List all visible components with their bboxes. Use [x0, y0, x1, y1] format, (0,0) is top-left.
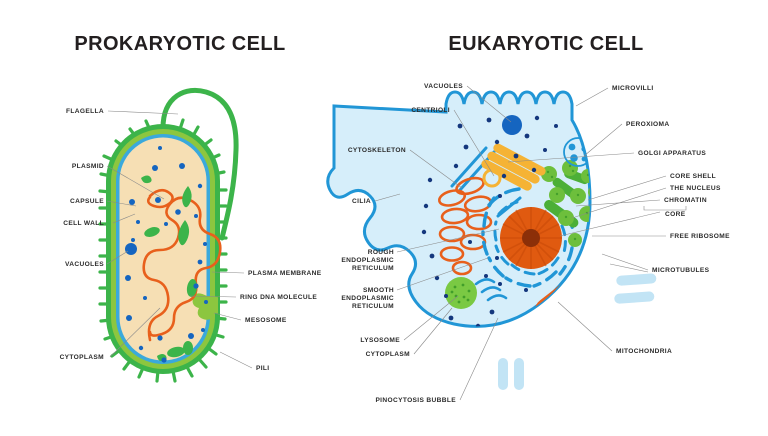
euk-label-microtubules: MICROTUBULES — [652, 267, 710, 274]
nuclear-pores-shape — [493, 200, 567, 276]
euk-label-vacuoles: VACUOLES — [424, 83, 463, 90]
prok-label-ring-dna: RING DNA MOLECULE — [240, 294, 317, 301]
euk-label-cytoplasm: CYTOPLASM — [366, 351, 411, 358]
prok-label-cell-wall: CELL WALL — [63, 220, 104, 227]
prok-label-plasmid: PLASMID — [72, 163, 104, 170]
prok-label-capsule: CAPSULE — [70, 198, 104, 205]
rough-er-shape — [437, 176, 493, 276]
euk-label-core: CORE — [665, 211, 686, 218]
euk-label-smooth-er-3: RETICULUM — [352, 303, 394, 310]
eukaryotic-title: EUKARYOTIC CELL — [448, 33, 643, 55]
prok-label-mesosome: MESOSOME — [245, 317, 287, 324]
euk-label-rough-er-3: RETICULUM — [352, 265, 394, 272]
euk-label-chromatin: CHROMATIN — [664, 197, 707, 204]
euk-label-mitochondria: MITOCHONDRIA — [616, 348, 672, 355]
euk-label-microvilli: MICROVILLI — [612, 85, 654, 92]
euk-label-peroxioma: PEROXIOMA — [626, 121, 669, 128]
euk-label-free-ribosome: FREE RIBOSOME — [670, 233, 730, 240]
mesosome-shape — [192, 293, 218, 320]
smooth-er-shape — [474, 278, 508, 302]
prokaryotic-leader-lines — [106, 110, 253, 369]
prok-label-cytoplasm: CYTOPLASM — [60, 354, 105, 361]
euk-label-cytoskeleton: CYTOSKELETON — [348, 147, 406, 154]
core-shell-shape — [481, 187, 576, 288]
euk-label-core-shell: CORE SHELL — [670, 173, 716, 180]
prok-label-plasma-membrane: PLASMA MEMBRANE — [248, 270, 322, 277]
euk-label-the-nucleus: THE NUCLEUS — [670, 185, 721, 192]
golgi-apparatus-shape — [481, 143, 546, 191]
euk-label-cilia: CILIA — [352, 198, 371, 205]
prok-vacuole-dots — [125, 146, 208, 363]
euk-label-centrioli: CENTRIOLI — [411, 107, 450, 114]
euk-label-rough-er-2: ENDOPLASMIC — [341, 257, 394, 264]
prokaryotic-cell-illustration — [98, 87, 239, 383]
euk-label-lysosome: LYSOSOME — [360, 337, 400, 344]
prok-label-flagella: FLAGELLA — [66, 108, 104, 115]
euk-label-smooth-er-2: ENDOPLASMIC — [341, 295, 394, 302]
peroxioma-shape — [563, 137, 590, 167]
prok-label-vacuoles: VACUOLES — [65, 261, 104, 268]
euk-vacuole-shape — [502, 115, 522, 135]
euk-label-smooth-er-1: SMOOTH — [363, 287, 394, 294]
euk-label-pinocytosis: PINOCYTOSIS BUBBLE — [375, 397, 456, 404]
microtubules-shape — [589, 241, 590, 259]
euk-label-golgi: GOLGI APPARATUS — [638, 150, 706, 157]
the-nucleus-shape — [500, 207, 562, 269]
prok-organelles — [141, 175, 198, 362]
lysosome-shape — [445, 277, 477, 309]
euk-label-rough-er-1: ROUGH — [368, 249, 394, 256]
eukaryotic-leader-lines — [374, 85, 687, 401]
prokaryotic-title: PROKARYOTIC CELL — [74, 33, 285, 55]
chromatin-shapes — [541, 160, 590, 247]
flagella-shape — [160, 87, 239, 241]
core-shape — [522, 229, 540, 247]
prok-label-pili: PILI — [256, 365, 270, 372]
